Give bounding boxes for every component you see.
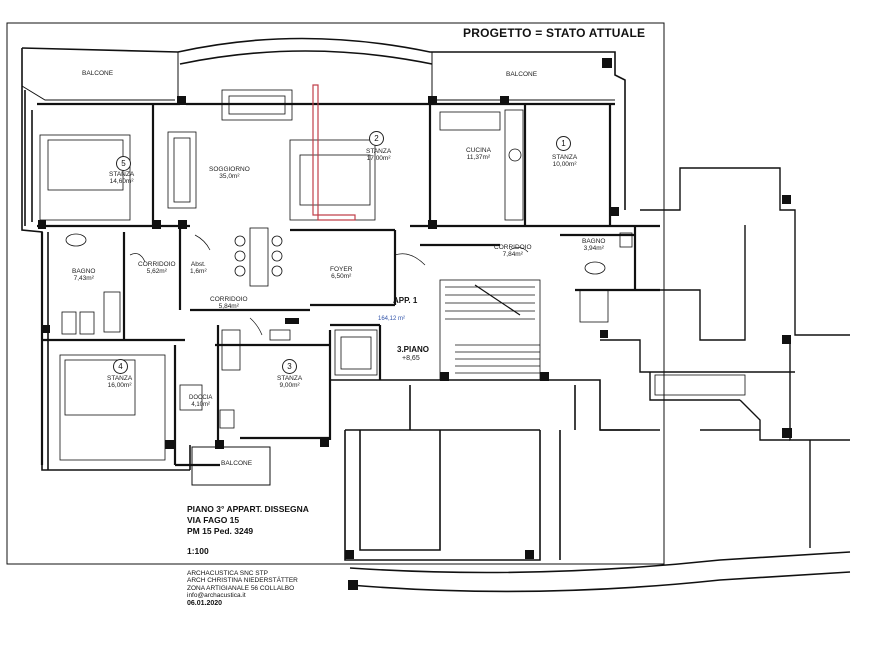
studio-info: ARCHACUSTICA SNC STP ARCH CHRISTINA NIED… bbox=[187, 570, 298, 607]
apartment-area: 164,12 m² bbox=[378, 316, 406, 322]
room-label-balcone-nw: BALCONE bbox=[82, 70, 114, 77]
studio-date: 06.01.2020 bbox=[187, 599, 223, 607]
studio-line1: ARCHACUSTICA SNC STP bbox=[187, 570, 268, 577]
staircase bbox=[334, 279, 541, 381]
project-info-line2: VIA FAGO 15 bbox=[187, 515, 240, 525]
project-info-line3: PM 15 Ped. 3249 bbox=[187, 526, 254, 536]
room-label-abst: Abst.1,6m² bbox=[190, 261, 207, 275]
studio-line2: ARCH CHRISTINA NIEDERSTÄTTER bbox=[187, 577, 298, 585]
room-number-5: 5 bbox=[116, 156, 131, 171]
right-building bbox=[600, 167, 850, 548]
lower-building bbox=[330, 379, 851, 593]
room-label-balcone-s: BALCONE bbox=[221, 460, 253, 467]
room-number-3: 3 bbox=[282, 359, 297, 374]
floor-level: +8,65 bbox=[402, 355, 420, 362]
room-number-4: 4 bbox=[113, 359, 128, 374]
floor-label: 3.PIANO bbox=[397, 345, 430, 354]
room-number-1: 1 bbox=[556, 136, 571, 151]
room-label-balcone-ne: BALCONE bbox=[506, 71, 538, 78]
wall-columns bbox=[38, 58, 792, 590]
sheet-frame bbox=[6, 22, 665, 565]
page-title: PROGETTO = STATO ATTUALE bbox=[463, 26, 646, 40]
project-info: PIANO 3° APPART. DISSEGNA VIA FAGO 15 PM… bbox=[187, 504, 309, 557]
door-swings bbox=[129, 234, 529, 336]
interior-walls bbox=[37, 102, 660, 467]
apartment-label: APP. 1 bbox=[393, 296, 418, 305]
room-number-2: 2 bbox=[369, 131, 384, 146]
studio-line4: info@archacustica.it bbox=[187, 592, 246, 600]
outer-walls bbox=[21, 37, 626, 471]
project-scale: 1:100 bbox=[187, 546, 209, 556]
studio-line3: ZONA ARTIGIANALE 56 COLLALBO bbox=[187, 584, 295, 592]
project-info-line1: PIANO 3° APPART. DISSEGNA bbox=[187, 504, 309, 514]
highlighted-wall bbox=[312, 84, 356, 221]
